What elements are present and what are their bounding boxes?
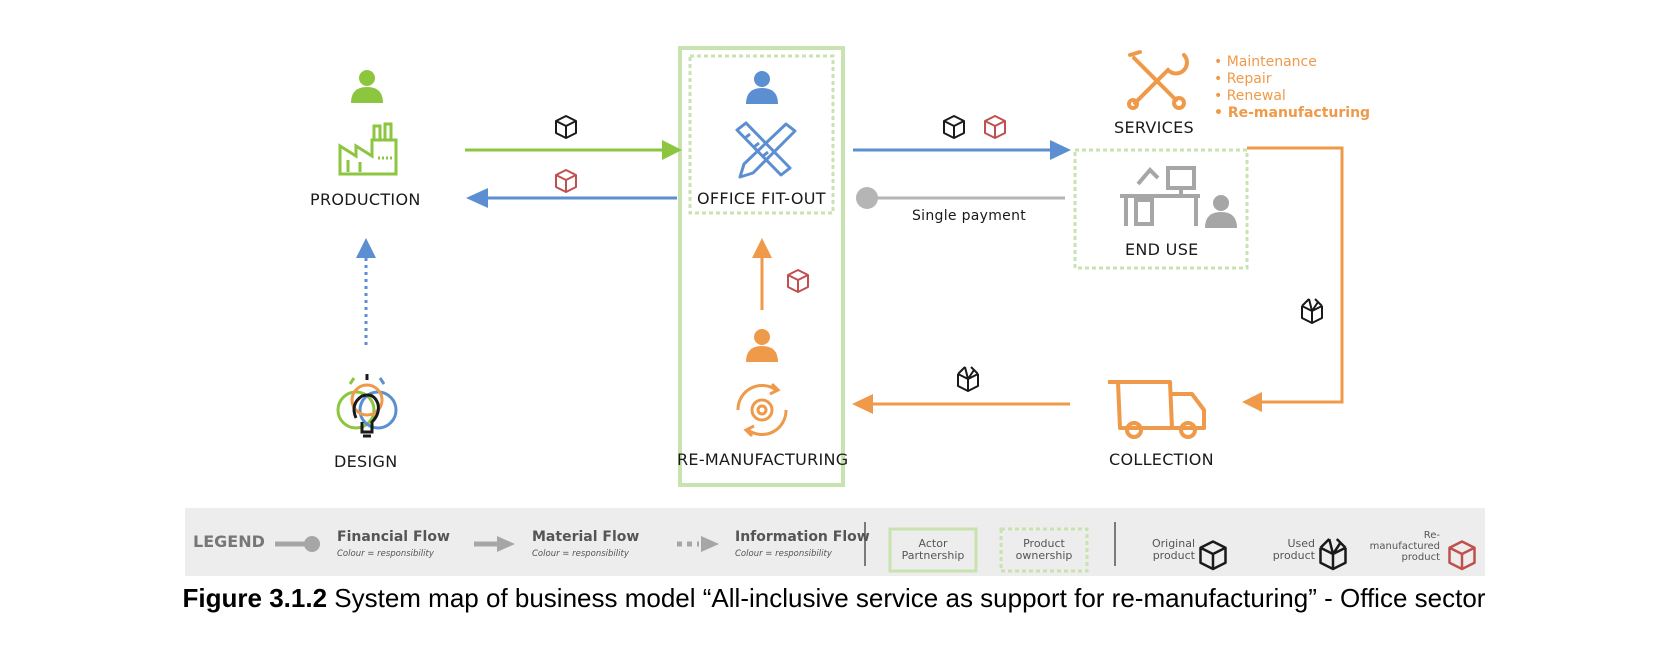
office-fitout-label: OFFICE FIT-OUT xyxy=(697,189,826,208)
services-item: • Renewal xyxy=(1214,88,1286,104)
legend-title: LEGEND xyxy=(193,532,265,551)
box-icon xyxy=(943,115,965,139)
person-icon xyxy=(351,70,383,103)
enduse-ownership-frame xyxy=(1073,148,1249,270)
legend-financial-flow-note: Colour = responsibility xyxy=(337,549,434,559)
box-icon xyxy=(555,115,577,139)
gear-cycle-icon xyxy=(736,382,788,438)
services-item: • Maintenance xyxy=(1214,54,1317,70)
legend-information-flow-label: Information Flow xyxy=(735,529,870,545)
legend-information-flow-note: Colour = responsibility xyxy=(735,549,832,559)
box-icon xyxy=(555,169,577,193)
legend-product-ownership-swatch xyxy=(999,527,1089,573)
services-list: • Maintenance • Repair • Renewal • Re-ma… xyxy=(1214,54,1370,122)
services-item: • Re-manufacturing xyxy=(1214,105,1371,121)
actor-partnership-frame xyxy=(678,46,845,487)
used-box-icon xyxy=(1301,298,1323,324)
legend-actor-partnership-swatch xyxy=(888,527,978,573)
legend-original-product-icon xyxy=(1199,540,1227,571)
legend-financial-flow-label: Financial Flow xyxy=(337,529,450,545)
factory-icon xyxy=(338,122,398,176)
design-label: DESIGN xyxy=(334,452,398,471)
legend-used-product-icon xyxy=(1319,537,1347,571)
legend-remanufactured-product-icon xyxy=(1448,540,1476,571)
figure-caption: Figure 3.1.2 System map of business mode… xyxy=(0,583,1668,614)
material-flow-remanufacturing-to-office xyxy=(752,238,772,310)
truck-icon xyxy=(1108,380,1206,439)
services-label: SERVICES xyxy=(1114,118,1195,137)
used-box-icon xyxy=(957,366,979,392)
material-flow-office-to-services xyxy=(853,140,1071,160)
box-icon xyxy=(984,115,1006,139)
legend-material-flow-note: Colour = responsibility xyxy=(532,549,629,559)
legend-material-flow-label: Material Flow xyxy=(532,529,640,545)
financial-flow-single-payment xyxy=(856,187,1065,209)
legend-panel: LEGEND Financial Flow Colour = responsib… xyxy=(185,508,1485,576)
legend-material-flow-symbol xyxy=(474,536,515,552)
legend-information-flow-symbol xyxy=(677,536,719,552)
person-icon xyxy=(746,329,778,362)
person-icon xyxy=(1205,195,1237,228)
material-flow-to-collection xyxy=(1242,146,1344,412)
box-icon xyxy=(787,269,809,293)
person-icon xyxy=(746,71,778,104)
figure-caption-text: System map of business model “All-inclus… xyxy=(327,583,1486,613)
ruler-pencil-icon xyxy=(735,121,797,179)
remanufacturing-label: RE-MANUFACTURING xyxy=(677,450,849,469)
material-flow-production-to-office xyxy=(465,140,682,160)
tools-icon xyxy=(1127,50,1189,110)
end-use-label: END USE xyxy=(1125,240,1199,259)
services-item: • Repair xyxy=(1214,71,1272,87)
material-flow-collection-to-remanufacturing xyxy=(852,394,1070,414)
office-ownership-frame xyxy=(688,54,835,215)
desk-icon xyxy=(1120,166,1200,226)
legend-financial-flow-symbol xyxy=(275,536,320,552)
single-payment-label: Single payment xyxy=(912,208,1027,224)
figure-number: Figure 3.1.2 xyxy=(182,583,328,613)
lightbulb-icon xyxy=(336,374,398,438)
information-flow-design-to-production xyxy=(356,238,376,345)
production-label: PRODUCTION xyxy=(310,190,421,209)
collection-label: COLLECTION xyxy=(1109,450,1214,469)
material-flow-office-to-production xyxy=(466,188,677,208)
